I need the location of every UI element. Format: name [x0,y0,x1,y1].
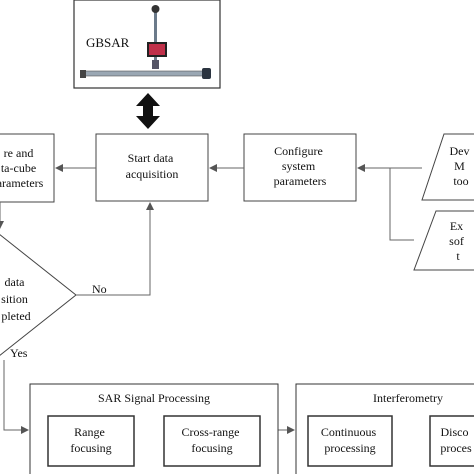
svg-text:Dev M too: Dev M too [450,144,473,188]
svg-text:Continuous processing: Continuous processing [321,425,379,455]
external-software-input: Ex sof t [413,210,474,271]
svg-text:Cross-range focusing: Cross-range focusing [182,425,243,455]
store-line-3: arameters [0,176,44,190]
configure-line-3: parameters [274,174,327,188]
svg-text:Disco proces: Disco proces [440,425,472,455]
crossrange-line-1: Cross-range [182,425,240,439]
external-line-3: t [456,249,460,263]
interferometry-group: Interferometry Continuous processing Dis… [295,383,474,474]
start-line-2: acquisition [126,167,179,181]
gbsar-device-panel: GBSAR [73,0,221,89]
external-line-2: sof [449,234,464,248]
no-loop-arrow [76,202,154,296]
develop-line-3: too [453,174,468,188]
svg-text:Configure system p: Configure system parameters [274,144,327,188]
double-arrow-icon [136,93,160,129]
range-line-1: Range [74,425,105,439]
svg-text:Ex sof t: Ex sof t [449,219,467,263]
store-parameters-box: re and ta-cube arameters [0,133,55,203]
sar-processing-group: SAR Signal Processing Range focusing Cro… [29,383,279,474]
decision-line-2: sition [1,292,28,306]
svg-text:Start data acquisition: Start data acquisition [126,151,179,181]
cross-range-focusing-box [163,415,261,467]
configure-parameters-box: Configure system parameters [243,133,357,202]
range-line-2: focusing [70,441,111,455]
develop-toolbox-input: Dev M too [421,133,474,201]
no-label: No [92,282,107,296]
svg-text:re and ta-cube ara: re and ta-cube arameters [0,146,44,190]
decision-line-1: data [5,275,26,289]
external-line-1: Ex [450,219,463,233]
configure-line-2: system [282,159,316,173]
interferometry-title: Interferometry [373,391,443,405]
range-focusing-box [47,415,135,467]
connectors [0,164,465,434]
gbsar-label: GBSAR [86,35,130,50]
svg-text:data sition pleted: data sition pleted [1,275,31,323]
decision-line-3: pleted [1,309,30,323]
start-line-1: Start data [128,151,174,165]
store-line-2: ta-cube [1,161,36,175]
store-line-1: re and [4,146,34,160]
discontinuous-line-1: Disco [441,425,469,439]
continuous-line-1: Continuous [321,425,377,439]
svg-text:Range focusing: Range focusing [70,425,111,455]
external-to-configure-line [389,168,414,241]
continuous-line-2: processing [324,441,375,455]
discontinuous-processing-box [429,415,474,467]
yes-label: Yes [10,346,28,360]
yes-to-sar-arrow [3,360,29,434]
discontinuous-line-2: proces [440,441,472,455]
start-acquisition-box: Start data acquisition [95,133,209,202]
continuous-processing-box [307,415,393,467]
configure-line-1: Configure [274,144,323,158]
sar-title: SAR Signal Processing [98,391,210,405]
gbsar-rail-illustration [80,5,211,79]
completed-decision: data sition pleted [0,234,77,356]
develop-line-2: M [454,159,465,173]
crossrange-line-2: focusing [191,441,232,455]
develop-line-1: Dev [450,144,470,158]
